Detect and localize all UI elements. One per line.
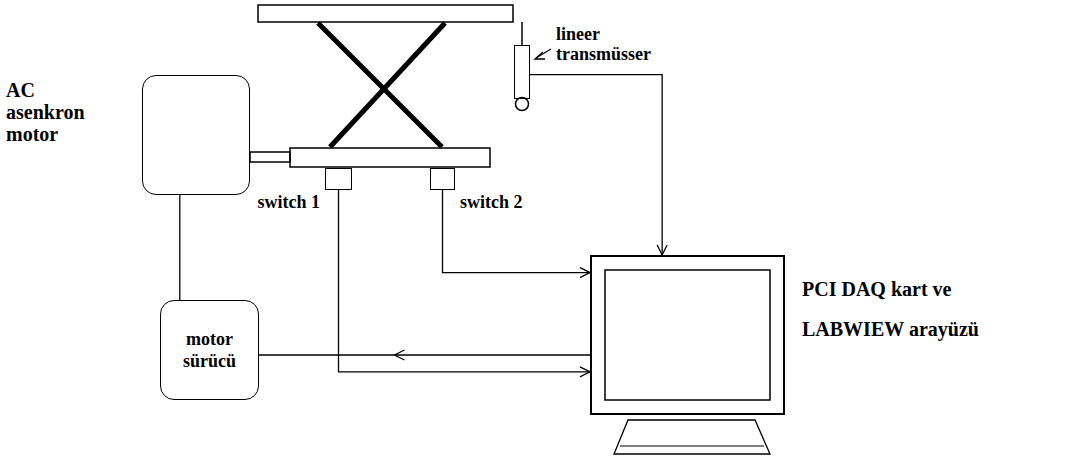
driver-label: motor sürücü [167, 328, 252, 372]
leader-arrowhead [535, 52, 545, 59]
scissor-arm [330, 23, 445, 147]
driver-box: motor sürücü [160, 300, 259, 400]
computer-label: PCI DAQ kart ve LABWIEW arayüzü [802, 269, 994, 349]
scissor-arm [318, 23, 442, 147]
transducer-label: lineer transmüsser [556, 24, 656, 64]
switch-label: switch 2 [460, 191, 523, 213]
connector [443, 190, 591, 273]
lift-top-plate [258, 5, 513, 22]
lift-base-plate [290, 148, 490, 167]
leader-line [536, 49, 551, 58]
switch-box: switch 2 [430, 168, 455, 190]
connector [339, 190, 591, 372]
motor-label: AC asenkron motor [6, 79, 106, 145]
motor-box: AC asenkron motor [142, 75, 250, 195]
switch-label: switch 1 [258, 191, 321, 213]
motor-shaft [250, 152, 290, 162]
connector [179, 195, 180, 300]
monitor-screen [605, 270, 770, 400]
transducer-body: lineer transmüsser [514, 45, 530, 99]
transducer-ball [516, 98, 529, 111]
switch-box: switch 1 [325, 168, 352, 190]
connector [259, 354, 590, 355]
keyboard-edge [620, 446, 764, 447]
connector [530, 75, 662, 255]
computer-monitor: PCI DAQ kart ve LABWIEW arayüzü [590, 255, 785, 415]
keyboard [614, 420, 770, 454]
transducer-rod [521, 22, 523, 45]
